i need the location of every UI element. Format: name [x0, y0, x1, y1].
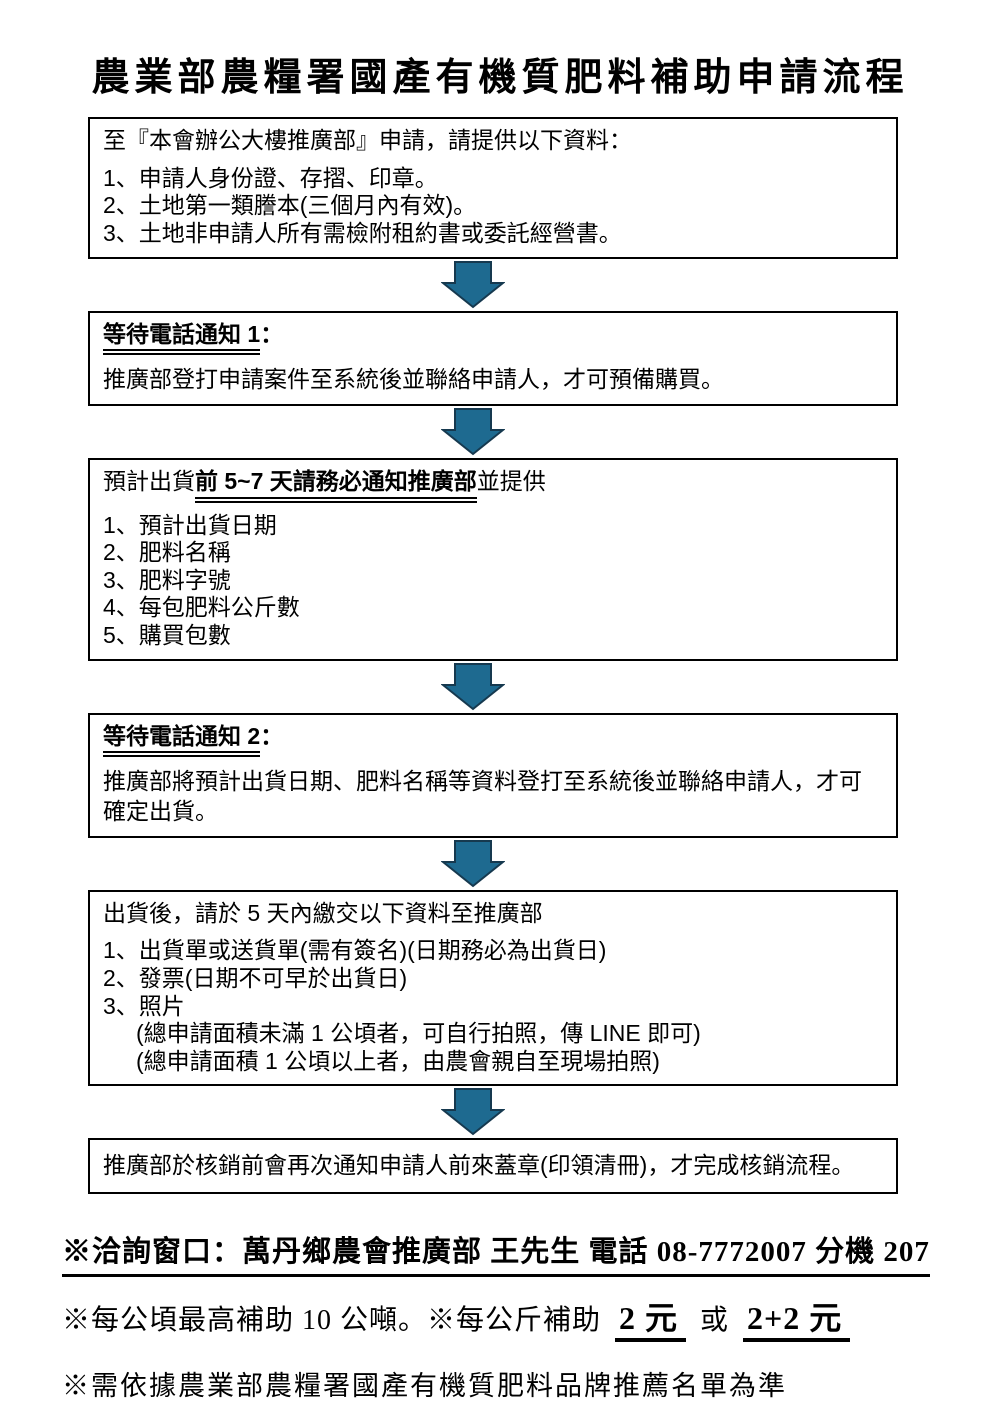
- flow-step-apply: 至『本會辦公大樓推廣部』申請，請提供以下資料： 1、申請人身份證、存摺、印章。 …: [88, 117, 898, 259]
- step-heading: 等待電話通知 2: [103, 723, 261, 758]
- flow-connector: [68, 1086, 878, 1138]
- brand-list-note: ※需依據農業部農糧署國產有機質肥料品牌推薦名單為準: [62, 1370, 787, 1401]
- down-arrow-icon: [441, 408, 505, 456]
- list-item: 1、預計出貨日期: [103, 511, 277, 538]
- heading-prefix: 預計出貨: [103, 468, 195, 495]
- flow-step-final-stamp: 推廣部於核銷前會再次通知申請人前來蓋章(印領清冊)，才完成核銷流程。: [88, 1138, 898, 1194]
- step-subitem-list: (總申請面積未滿 1 公頃者，可自行拍照，傳 LINE 即可) (總申請面積 1…: [103, 1020, 883, 1075]
- flow-step-wait-call-2: 等待電話通知 2： 推廣部將預計出貨日期、肥料名稱等資料登打至系統後並聯絡申請人…: [88, 712, 898, 839]
- list-item: 4、每包肥料公斤數: [103, 594, 300, 621]
- list-item: 3、肥料字號: [103, 566, 231, 593]
- flowchart: 至『本會辦公大樓推廣部』申請，請提供以下資料： 1、申請人身份證、存摺、印章。 …: [88, 117, 898, 1194]
- flow-step-post-shipment-docs: 出貨後，請於 5 天內繳交以下資料至推廣部 1、出貨單或送貨單(需有簽名)(日期…: [88, 890, 898, 1087]
- step-body: 推廣部登打申請案件至系統後並聯絡申請人，才可預備購買。: [103, 366, 724, 393]
- step-item-list: 1、出貨單或送貨單(需有簽名)(日期務必為出貨日) 2、發票(日期不可早於出貨日…: [103, 937, 883, 1020]
- list-item: 3、土地非申請人所有需檢附租約書或委託經營書。: [103, 220, 622, 247]
- step-heading: 等待電話通知 1: [103, 321, 261, 356]
- subsidy-note: ※每公頃最高補助 10 公噸。※每公斤補助 2 元 或 2+2 元: [62, 1298, 1000, 1342]
- subsidy-rate-1: 2 元: [615, 1300, 687, 1342]
- step-body: 推廣部於核銷前會再次通知申請人前來蓋章(印領清冊)，才完成核銷流程。: [103, 1152, 855, 1179]
- heading-emphasis: 前 5~7 天請務必通知推廣部: [195, 468, 477, 503]
- sublist-item: (總申請面積未滿 1 公頃者，可自行拍照，傳 LINE 即可): [136, 1020, 701, 1047]
- step-heading-row: 等待電話通知 2：: [103, 722, 883, 758]
- contact-note: ※洽詢窗口：萬丹鄉農會推廣部 王先生 電話 08-7772007 分機 207: [62, 1228, 1000, 1277]
- flow-connector: [68, 259, 878, 311]
- subsidy-note-or: 或: [700, 1304, 730, 1336]
- step-item-list: 1、申請人身份證、存摺、印章。 2、土地第一類謄本(三個月內有效)。 3、土地非…: [103, 165, 883, 248]
- list-item: 3、照片: [103, 992, 185, 1019]
- sublist-item: (總申請面積 1 公頃以上者，由農會親自至現場拍照): [136, 1047, 660, 1074]
- step-body: 推廣部將預計出貨日期、肥料名稱等資料登打至系統後並聯絡申請人，才可確定出貨。: [103, 768, 862, 825]
- down-arrow-icon: [441, 1088, 505, 1136]
- list-item: 2、發票(日期不可早於出貨日): [103, 965, 408, 992]
- flow-connector: [68, 838, 878, 890]
- list-item: 2、土地第一類謄本(三個月內有效)。: [103, 192, 477, 219]
- down-arrow-icon: [441, 662, 505, 710]
- contact-note-text: ※洽詢窗口：萬丹鄉農會推廣部 王先生 電話 08-7772007 分機 207: [62, 1228, 930, 1277]
- flow-connector: [68, 406, 878, 458]
- step-intro: 出貨後，請於 5 天內繳交以下資料至推廣部: [103, 900, 543, 927]
- list-item: 1、出貨單或送貨單(需有簽名)(日期務必為出貨日): [103, 937, 607, 964]
- step-item-list: 1、預計出貨日期 2、肥料名稱 3、肥料字號 4、每包肥料公斤數 5、購買包數: [103, 512, 883, 650]
- page-title: 農業部農糧署國產有機質肥料補助申請流程: [91, 57, 909, 99]
- step-heading-colon: ：: [260, 320, 284, 347]
- subsidy-note-prefix: ※每公頃最高補助 10 公噸。※每公斤補助: [62, 1304, 602, 1336]
- down-arrow-icon: [441, 840, 505, 888]
- step-heading-colon: ：: [260, 722, 284, 749]
- subsidy-rate-2: 2+2 元: [743, 1300, 851, 1342]
- flow-step-wait-call-1: 等待電話通知 1： 推廣部登打申請案件至系統後並聯絡申請人，才可預備購買。: [88, 310, 898, 407]
- list-item: 1、申請人身份證、存摺、印章。: [103, 164, 438, 191]
- list-item: 2、肥料名稱: [103, 539, 231, 566]
- step-heading-row: 預計出貨前 5~7 天請務必通知推廣部並提供: [103, 467, 883, 503]
- flow-step-pre-shipment-notice: 預計出貨前 5~7 天請務必通知推廣部並提供 1、預計出貨日期 2、肥料名稱 3…: [88, 458, 898, 661]
- footer-notes: ※洽詢窗口：萬丹鄉農會推廣部 王先生 電話 08-7772007 分機 207 …: [62, 1228, 1000, 1403]
- list-item: 5、購買包數: [103, 622, 231, 649]
- step-intro: 至『本會辦公大樓推廣部』申請，請提供以下資料：: [103, 127, 632, 154]
- flow-connector: [68, 661, 878, 713]
- heading-suffix: 並提供: [476, 468, 546, 495]
- step-heading-row: 等待電話通知 1：: [103, 320, 883, 356]
- down-arrow-icon: [441, 260, 505, 308]
